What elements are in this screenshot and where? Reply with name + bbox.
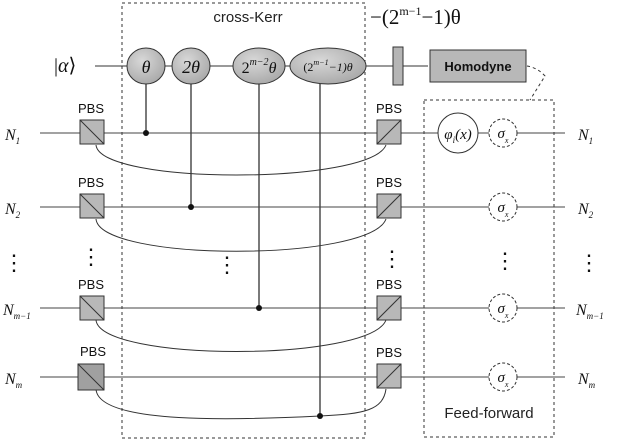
kerr-gate-1: [126, 47, 166, 85]
pbs-in-4-diagonal: [77, 363, 105, 391]
mode-label-right-2: N2: [577, 201, 594, 220]
probe-label: |α⟩: [54, 55, 76, 77]
phase-label: −(2m−1−1)θ: [370, 4, 461, 29]
pbs-in-3-diagonal: [79, 295, 105, 321]
pbs-label-in-3: PBS: [78, 277, 104, 292]
control-dot-2: [188, 204, 194, 210]
lower-arm-1: [95, 144, 387, 176]
lower-arm-3: [95, 319, 387, 352]
ellipsis-left-label: ⋮: [3, 250, 25, 275]
kerr-gate-3: [232, 47, 286, 85]
homodyne-label: Homodyne: [444, 59, 511, 74]
sigma-x-2-label: σx: [498, 200, 509, 219]
sigma-x-1: [488, 118, 518, 148]
mode-label-left-3: Nm−1: [2, 302, 31, 321]
sigma-x-1-label: σx: [498, 126, 509, 145]
mode-label-left-1: N1: [4, 127, 20, 146]
lower-arm-2: [95, 218, 387, 252]
pbs-in-1-diagonal: [79, 119, 105, 145]
lower-arm-4: [95, 388, 387, 420]
mode-label-left-4: Nm: [4, 371, 23, 390]
pbs-label-in-2: PBS: [78, 175, 104, 190]
feed-forward-title: Feed-forward: [444, 405, 533, 422]
phi-operation: [437, 112, 479, 154]
pbs-label-out-1: PBS: [376, 101, 402, 116]
kerr-gate-1-label: θ: [142, 57, 151, 77]
pbs-out-1-diagonal: [376, 119, 402, 145]
classical-feed-line: [526, 65, 546, 101]
pbs-in-2-diagonal: [79, 193, 105, 219]
control-dot-3: [256, 305, 262, 311]
ellipsis-pbs-in: ⋮: [80, 244, 102, 269]
kerr-gate-2: [171, 47, 211, 85]
sigma-x-4: [488, 362, 518, 392]
kerr-gate-4-label: (2m−1−1)θ: [303, 58, 352, 74]
ellipsis-right-label: ⋮: [578, 250, 600, 275]
pbs-out-2-diagonal: [376, 193, 402, 219]
kerr-gate-4: [289, 47, 367, 85]
ellipsis-feed-forward: ⋮: [494, 248, 516, 273]
sigma-x-3-label: σx: [498, 301, 509, 320]
pbs-label-out-2: PBS: [376, 175, 402, 190]
mode-label-right-4: Nm: [577, 371, 596, 390]
pbs-label-out-4: PBS: [376, 345, 402, 360]
mode-label-right-1: N1: [577, 127, 593, 146]
ellipsis-pbs-out: ⋮: [381, 246, 403, 271]
control-dot-1: [143, 130, 149, 136]
mode-label-right-3: Nm−1: [575, 302, 604, 321]
pbs-out-4-diagonal: [376, 363, 402, 389]
homodyne-detector: [429, 49, 527, 83]
ellipsis-kerr: ⋮: [216, 252, 238, 277]
phi-operation-label: φi(x): [444, 127, 471, 145]
kerr-gate-3-label: 2m−2θ: [242, 57, 277, 77]
pbs-label-out-3: PBS: [376, 277, 402, 292]
feed-forward-region: [423, 99, 555, 438]
kerr-gate-2-label: 2θ: [182, 57, 200, 77]
control-dot-4: [317, 413, 323, 419]
phase-shifter: [392, 46, 404, 86]
cross-kerr-title: cross-Kerr: [213, 9, 282, 26]
mode-label-left-2: N2: [4, 201, 21, 220]
sigma-x-2: [488, 192, 518, 222]
pbs-out-3-diagonal: [376, 295, 402, 321]
sigma-x-4-label: σx: [498, 370, 509, 389]
sigma-x-3: [488, 293, 518, 323]
pbs-label-in-1: PBS: [78, 101, 104, 116]
pbs-label-in-4: PBS: [80, 344, 106, 359]
cross-kerr-region: [121, 2, 366, 439]
